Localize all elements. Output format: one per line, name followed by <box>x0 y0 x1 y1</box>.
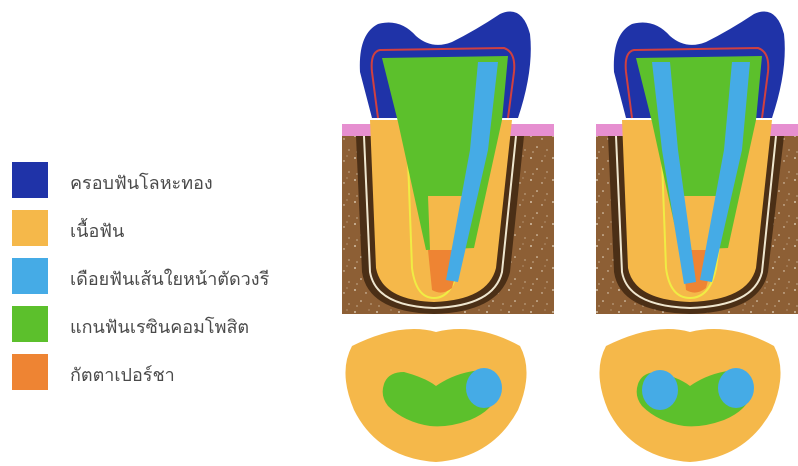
cross-post-left <box>466 368 502 408</box>
tooth-cross-section-right <box>599 329 780 462</box>
cross-post-right-a <box>642 370 678 410</box>
tooth-longitudinal-left <box>342 12 554 315</box>
cross-post-right-b <box>718 368 754 408</box>
tooth-longitudinal-right <box>596 12 798 315</box>
tooth-cross-section-left <box>345 329 526 462</box>
